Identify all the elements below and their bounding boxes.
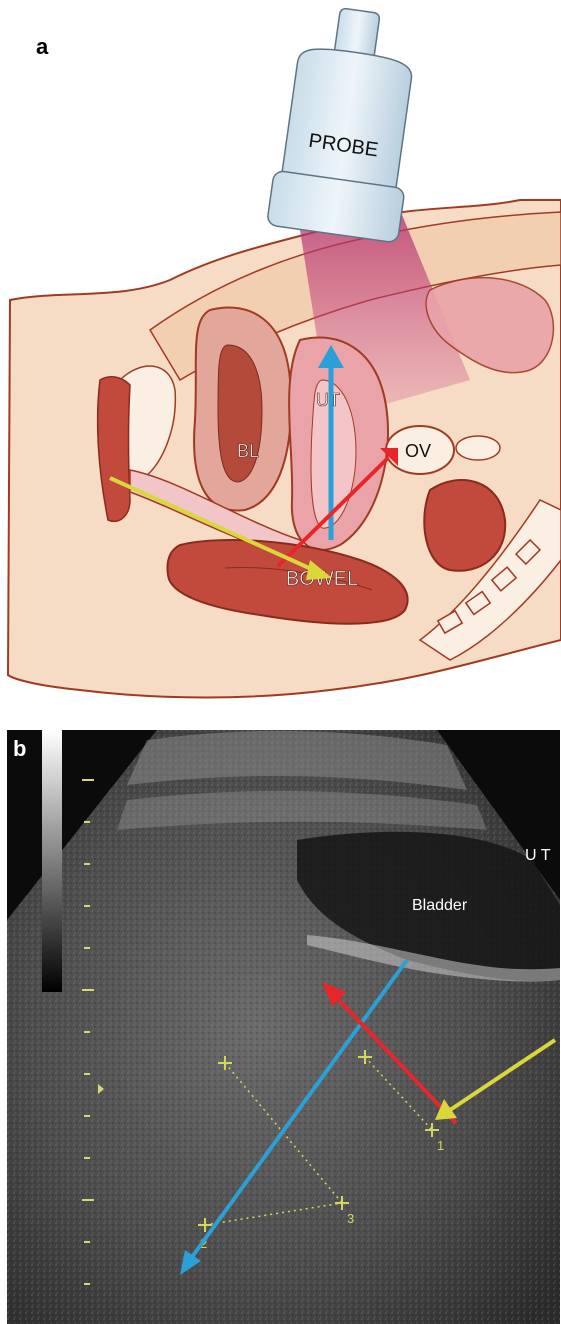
bladder-label-b: Bladder [412,897,468,914]
panel-b-letter: b [13,736,26,762]
sigmoid-colon [424,480,505,571]
caliper-number-3: 3 [347,1211,354,1226]
probe: PROBE [267,2,429,243]
panel-a-letter: a [36,34,48,60]
ovary-label: OV [405,441,431,461]
caliper-number-1: 1 [437,1138,444,1153]
grayscale-bar [42,730,62,992]
bladder-label: BL [237,441,259,461]
pelvis-sagittal-diagram: PROBE BL UT OV BOWEL [0,0,561,720]
uterus-label-b: U T [525,847,551,864]
ultrasound-scan: 1 2 3 U T Bladder [7,730,560,1324]
uterus-label: UT [316,390,340,410]
panel-b-ultrasound: 1 2 3 U T Bladder b [7,730,560,1324]
panel-a-illustration: a [0,0,561,720]
